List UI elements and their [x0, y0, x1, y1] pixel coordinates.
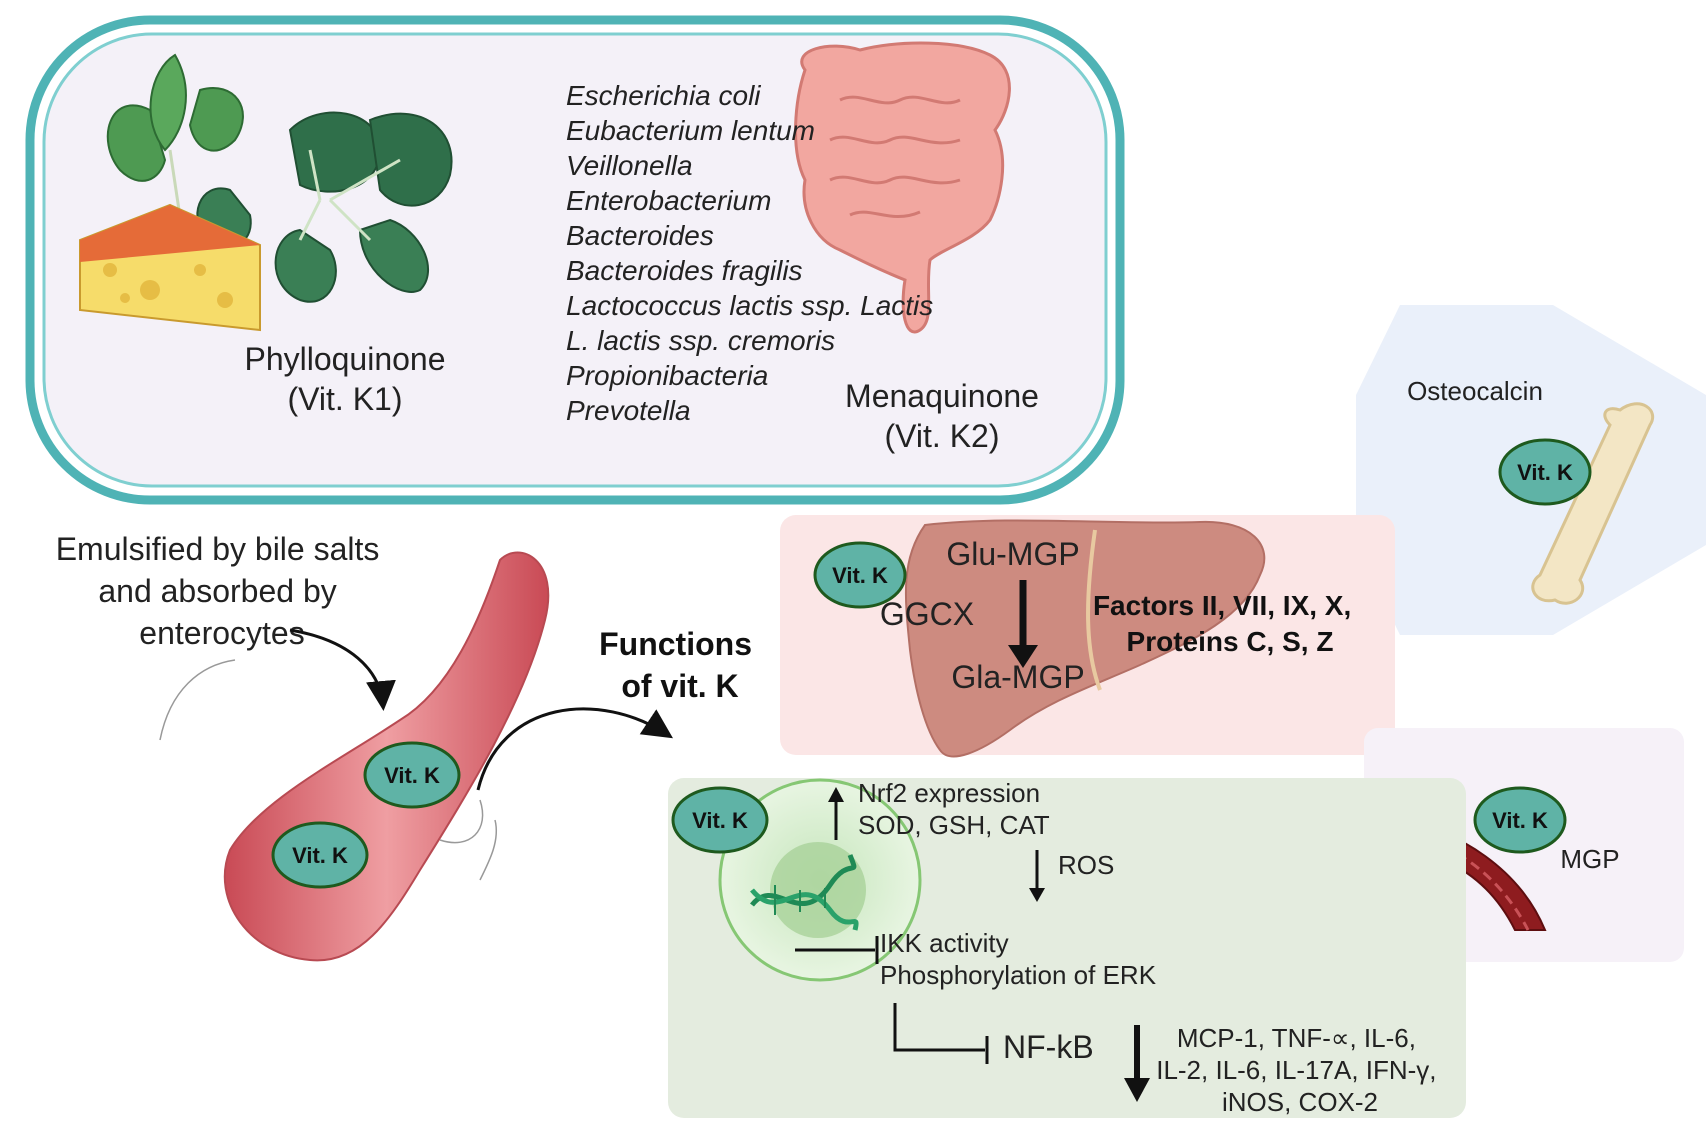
phylloquinone-label: Phylloquinone: [244, 341, 445, 377]
ikk-label: IKK activity: [880, 928, 1009, 958]
nfkb-inhibition-line: [893, 1003, 985, 1052]
intestine-icon: [794, 41, 1011, 334]
vit-k-label: Vit. K: [692, 808, 748, 833]
phylloquinone-abbrev: (Vit. K1): [288, 381, 403, 417]
vit-k-label: Vit. K: [1492, 808, 1548, 833]
cytokine-line: iNOS, COX-2: [1222, 1087, 1378, 1117]
nucleus-icon: [770, 842, 866, 938]
bacterium-item: Lactococcus lactis ssp. Lactis: [566, 290, 933, 321]
absorption-arrow: [289, 628, 396, 711]
menaquinone-label: Menaquinone: [845, 378, 1039, 414]
bacterium-item: Bacteroides fragilis: [566, 255, 803, 286]
vit-k-label: Vit. K: [832, 563, 888, 588]
bacteria-list: Escherichia coli Eubacterium lentum Veil…: [566, 80, 941, 426]
vit-k-label: Vit. K: [384, 763, 440, 788]
bacterium-item: Prevotella: [566, 395, 691, 426]
vit-k-badge: Vit. K: [671, 786, 769, 854]
osteocalcin-label: Osteocalcin: [1407, 376, 1543, 406]
cheese-and-greens-icon: [79, 53, 453, 332]
cytokine-line: MCP-1, TNF-∝, IL-6,: [1177, 1023, 1416, 1053]
cytokines-text: MCP-1, TNF-∝, IL-6, IL-2, IL-6, IL-17A, …: [1156, 1023, 1444, 1117]
functions-line: Functions: [599, 626, 752, 662]
vit-k-label: Vit. K: [1517, 460, 1573, 485]
absorption-text: Emulsified by bile salts and absorbed by…: [56, 531, 389, 651]
ggcx-label: GGCX: [880, 596, 974, 632]
erk-label: Phosphorylation of ERK: [880, 960, 1157, 990]
bacterium-item: Eubacterium lentum: [566, 115, 815, 146]
vit-k-label: Vit. K: [292, 843, 348, 868]
vit-k-badge: Vit. K: [813, 541, 907, 609]
gla-mgp-label: Gla-MGP: [951, 659, 1084, 695]
absorption-line: Emulsified by bile salts: [56, 531, 380, 567]
menaquinone-abbrev: (Vit. K2): [885, 418, 1000, 454]
absorption-line: and absorbed by: [98, 573, 336, 609]
vit-k-badge: Vit. K: [271, 821, 369, 889]
bacterium-item: Bacteroides: [566, 220, 714, 251]
absorption-line: enterocytes: [139, 615, 304, 651]
vit-k-badge: Vit. K: [1473, 786, 1567, 854]
factors-line: Proteins C, S, Z: [1127, 626, 1334, 657]
nfkb-label: NF-kB: [1003, 1029, 1094, 1065]
dna-icon: [750, 854, 859, 931]
cytokine-line: IL-2, IL-6, IL-17A, IFN-γ,: [1156, 1055, 1436, 1085]
mgp-label: MGP: [1560, 844, 1619, 874]
bone-panel: Osteocalcin Vit. K: [1356, 305, 1706, 635]
vit-k-badge: Vit. K: [363, 741, 461, 809]
bacterium-item: Escherichia coli: [566, 80, 761, 111]
bone-icon: [1531, 402, 1655, 605]
bacterium-item: Enterobacterium: [566, 185, 771, 216]
factors-line: Factors II, VII, IX, X,: [1093, 590, 1351, 621]
liver-icon: [904, 519, 1266, 758]
liver-panel: Vit. K Glu-MGP GGCX Gla-MGP Factors II, …: [780, 515, 1395, 758]
nrf2-label: Nrf2 expression: [858, 778, 1040, 808]
vit-k-badge: Vit. K: [1498, 438, 1592, 506]
absorption-arc: [159, 659, 236, 741]
antioxidants-label: SOD, GSH, CAT: [858, 810, 1050, 840]
glu-mgp-label: Glu-MGP: [946, 536, 1079, 572]
bacterium-item: Propionibacteria: [566, 360, 768, 391]
functions-label: Functions of vit. K: [599, 626, 761, 704]
bacterium-item: Veillonella: [566, 150, 693, 181]
coagulation-factors: Factors II, VII, IX, X, Proteins C, S, Z: [1093, 590, 1359, 657]
cell-signaling-panel: Vit. K Nrf2 expression SOD, GSH, CAT ROS…: [668, 778, 1466, 1118]
ros-label: ROS: [1058, 850, 1114, 880]
bacterium-item: L. lactis ssp. cremoris: [566, 325, 835, 356]
functions-arrow: [476, 707, 674, 791]
functions-line: of vit. K: [621, 668, 738, 704]
